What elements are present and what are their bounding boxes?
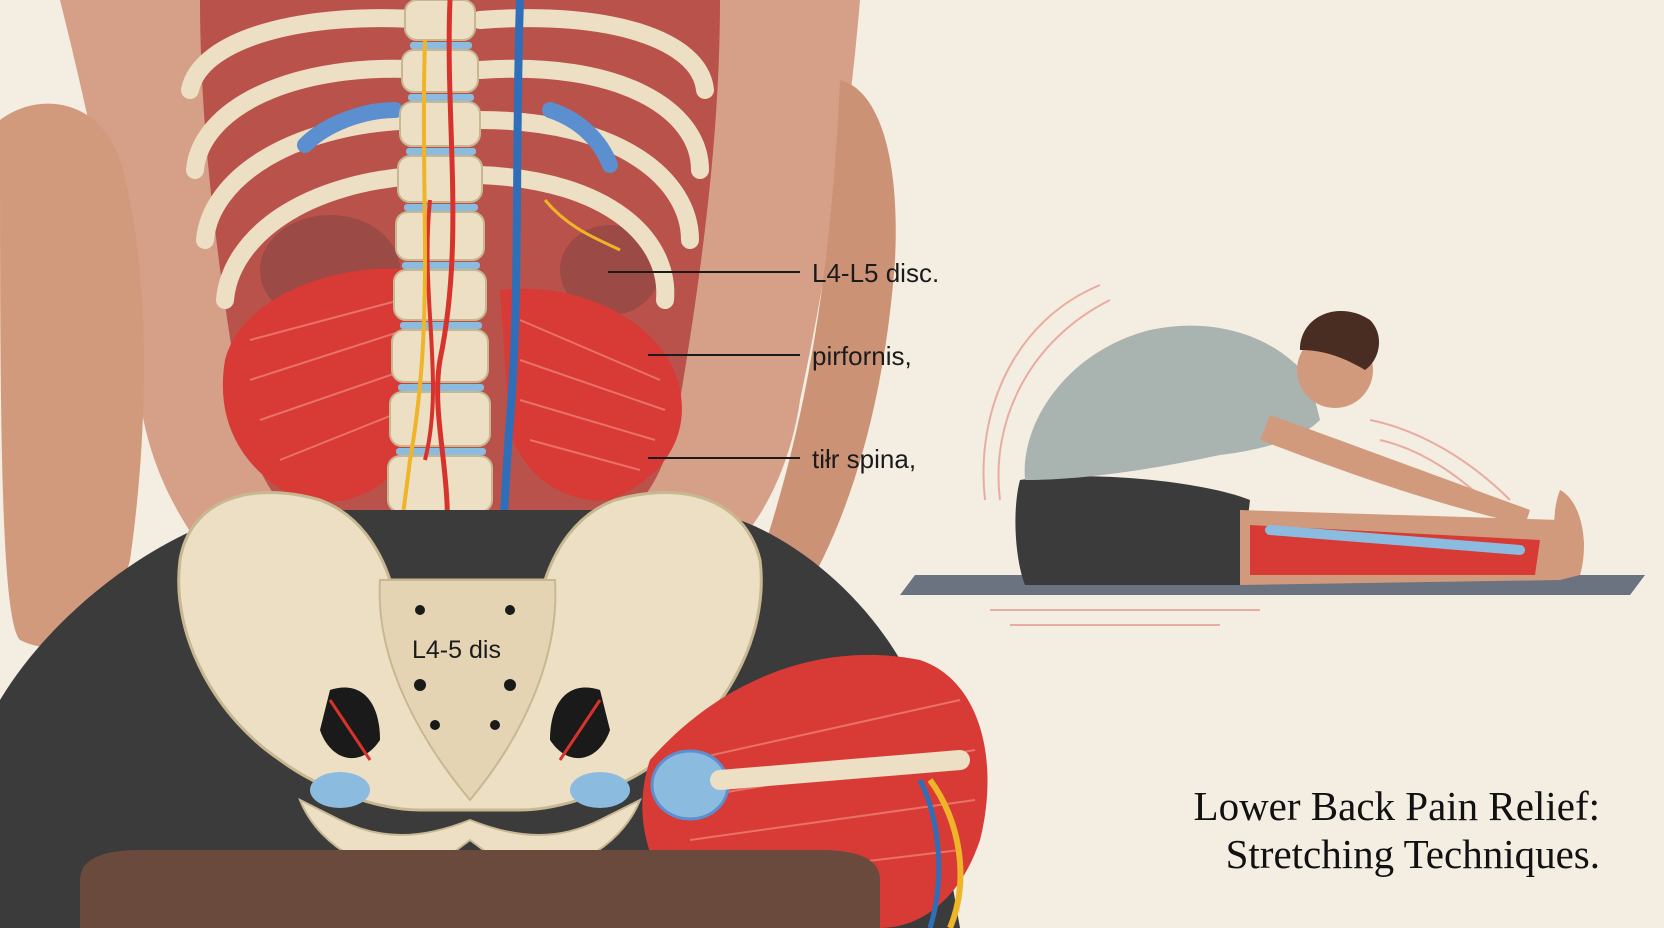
label-l4l5-disc: L4-L5 disc. <box>812 258 940 288</box>
stretch-shorts <box>1015 476 1250 585</box>
stretch-shirt <box>1024 325 1320 480</box>
seat <box>80 850 880 928</box>
spinal-cord-red <box>435 0 456 561</box>
label-piriformis: pirfornis, <box>812 341 912 371</box>
page-title: Lower Back Pain Relief: Stretching Techn… <box>1194 782 1600 878</box>
stretch-arm <box>1260 415 1530 525</box>
label-sacrum: L4-5 dis <box>412 636 501 664</box>
stretch-illustration <box>900 284 1645 626</box>
right-arm <box>760 80 896 600</box>
left-arm <box>0 103 144 648</box>
ribs <box>181 9 714 309</box>
torso-illustration <box>0 0 988 928</box>
muscle-right <box>500 288 682 501</box>
leader-lines <box>608 271 800 459</box>
title-line-1: Lower Back Pain Relief: <box>1193 783 1600 829</box>
muscle-left <box>222 268 420 502</box>
sacrum <box>378 579 557 802</box>
vein-blue <box>496 0 524 561</box>
kidney-right <box>560 225 660 315</box>
label-erector-spinae: tiłr spina, <box>812 444 917 474</box>
title-line-2: Stretching Techniques. <box>1225 831 1600 877</box>
